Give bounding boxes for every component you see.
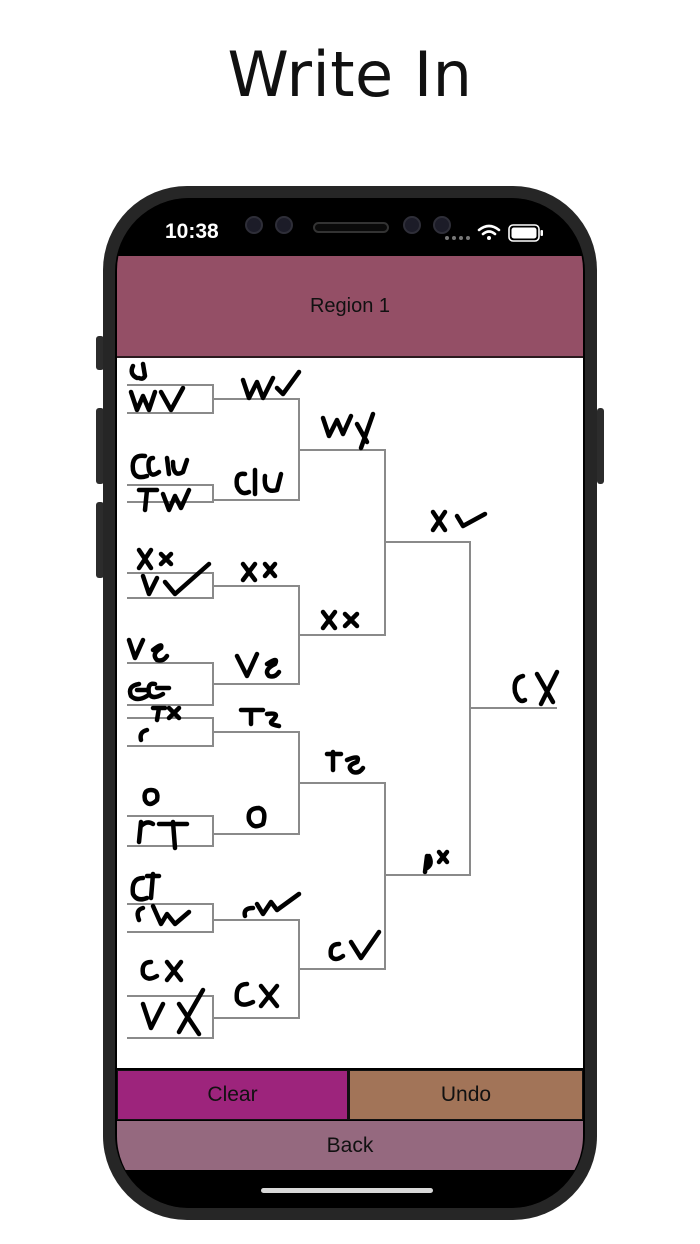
undo-button[interactable]: Undo <box>348 1070 583 1120</box>
clear-button[interactable]: Clear <box>117 1070 348 1120</box>
bracket-lines <box>127 384 557 1039</box>
handwriting-strokes <box>126 361 560 1037</box>
front-camera-icon <box>245 216 263 234</box>
status-icons <box>439 222 549 242</box>
battery-icon <box>508 224 543 242</box>
phone-frame: 10:38 <box>103 186 597 1220</box>
region-header: Region 1 <box>117 256 583 358</box>
sensor-icon <box>275 216 293 234</box>
home-indicator[interactable] <box>261 1188 433 1193</box>
proximity-sensor-icon <box>403 216 421 234</box>
signal-dots-icon <box>445 236 470 240</box>
phone-bezel: 10:38 <box>115 198 585 1208</box>
region-title: Region 1 <box>309 294 391 317</box>
phone-volume-down-button <box>96 502 104 578</box>
phone-power-button <box>597 408 604 484</box>
face-sensor-icon <box>433 216 451 234</box>
wifi-icon <box>477 224 501 240</box>
back-button[interactable]: Back <box>117 1121 583 1170</box>
drawing-canvas[interactable] <box>117 358 583 1068</box>
phone-volume-up-button <box>96 408 104 484</box>
phone-silent-switch <box>96 336 104 370</box>
earpiece-speaker <box>313 222 389 233</box>
page-headline: Write In <box>227 38 473 111</box>
status-time: 10:38 <box>165 220 219 243</box>
phone-screen: 10:38 <box>117 198 583 1208</box>
